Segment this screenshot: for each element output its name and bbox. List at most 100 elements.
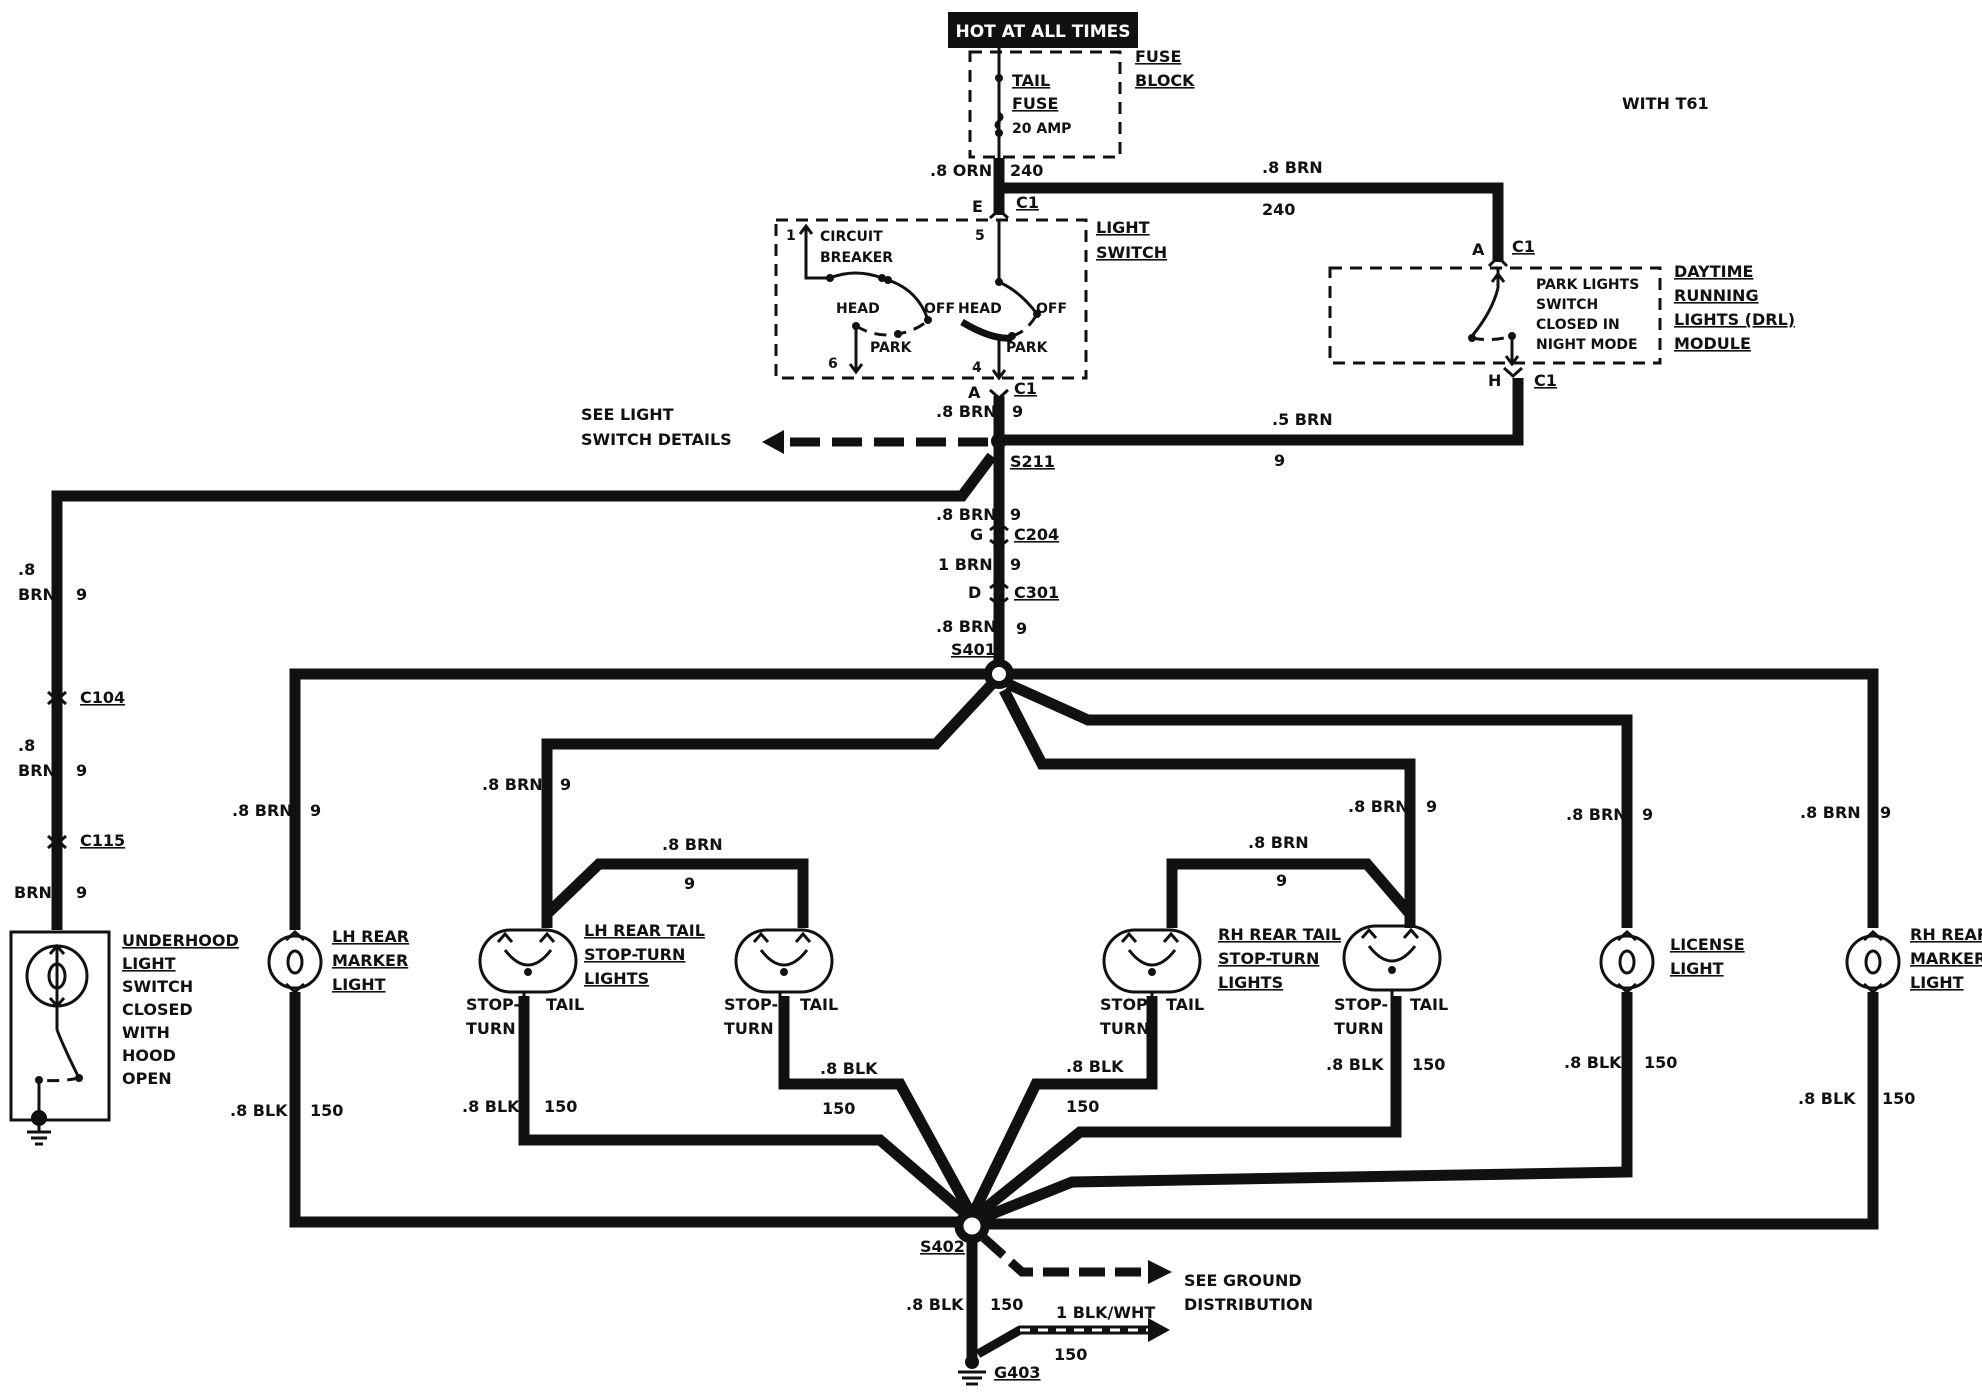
wire-label-lh-marker-brn: .8 BRN (232, 801, 293, 820)
wire-label-rh-marker-brn: .8 BRN (1800, 803, 1861, 822)
ground-label-lh-tail-150: 150 (544, 1097, 577, 1116)
drl-module-outline (1328, 266, 1662, 365)
rh-tail-outer-arrows-icon (1360, 927, 1420, 939)
off-contact-left (924, 316, 932, 324)
lh-outer-turn-label: TURN (466, 1019, 516, 1038)
underhood-switch-blade (55, 1029, 81, 1079)
ground-label-main-blk: .8 BLK (906, 1295, 964, 1314)
lh-tail-outer-arrows-icon (496, 931, 556, 943)
lh-tail-inner-dot (780, 968, 788, 976)
rh-tail-label-3: LIGHTS (1218, 973, 1283, 992)
wire-label-9-c: 9 (1010, 505, 1021, 524)
switch-travel-left (855, 318, 930, 337)
rh-marker-filament-icon (1864, 949, 1882, 975)
lh-inner-stop-label: STOP- (724, 995, 778, 1014)
fuse-terminal-dot (995, 74, 1003, 82)
wire-9-license (1005, 678, 1633, 928)
wire-label-brn-b: BRN (18, 761, 56, 780)
lh-tail-label-3: LIGHTS (584, 969, 649, 988)
see-light-switch-label-1: SEE LIGHT (581, 405, 674, 424)
circuit-breaker-element (829, 271, 883, 280)
light-switch-outline (774, 218, 1088, 380)
drl-c1-h-connector-icon (1503, 366, 1523, 379)
wire-label-license-brn: .8 BRN (1566, 805, 1627, 824)
wire-label-rh-tail-9: 9 (1426, 797, 1437, 816)
wire-label-08-orn: .8 ORN (930, 161, 992, 180)
s402-label: S402 (920, 1237, 965, 1256)
tail-fuse-rating: 20 AMP (1012, 121, 1071, 137)
underhood-light-outline (9, 930, 111, 1122)
wire-label-brn-c: BRN (14, 883, 52, 902)
wire-label-1-brn: 1 BRN (938, 555, 993, 574)
wire-label-9-g: 9 (76, 761, 87, 780)
arrow-right-icon-2 (1148, 1318, 1170, 1342)
ground-label-main-150: 150 (990, 1295, 1023, 1314)
rh-marker-label-3: LIGHT (1910, 973, 1964, 992)
ground-label-license-150: 150 (1644, 1053, 1677, 1072)
ground-label-rh-tail2-blk: .8 BLK (1066, 1057, 1124, 1076)
fuse-block-label-2: BLOCK (1135, 71, 1195, 90)
c1-e-label: C1 (1016, 193, 1039, 212)
g403-terminal (965, 1355, 979, 1369)
wire-label-rh-jumper-9: 9 (1276, 871, 1287, 890)
circuit-breaker-arrow-icon (798, 223, 814, 235)
drl-c1-a-label: C1 (1512, 237, 1535, 256)
rh-marker-bulb-icon (1845, 934, 1901, 990)
see-light-switch-label-2: SWITCH DETAILS (581, 430, 732, 449)
rh-marker-label-1: RH REAR (1910, 925, 1982, 944)
wire-label-lh-jumper-brn: .8 BRN (662, 835, 723, 854)
rh-inner-turn-label: TURN (1100, 1019, 1150, 1038)
ground-label-rh-marker-150: 150 (1882, 1089, 1915, 1108)
rh-tail-outer-filament-icon (1367, 945, 1417, 963)
rh-outer-turn-label: TURN (1334, 1019, 1384, 1038)
ground-label-lh-tail-blk: .8 BLK (462, 1097, 520, 1116)
hot-at-all-times-box (948, 12, 1138, 48)
head-label-left: HEAD (836, 301, 880, 317)
off-label-left: OFF (924, 301, 955, 317)
lh-tail-inner-arrows-icon (752, 931, 812, 943)
c1-a-label: C1 (1014, 379, 1037, 398)
wire-label-05-brn: .5 BRN (1272, 410, 1333, 429)
wire-label-9-f: 9 (76, 585, 87, 604)
lh-marker-label-2: MARKER (332, 951, 408, 970)
wire-9-rh-marker (1008, 668, 1879, 928)
ground-icon (27, 1130, 51, 1146)
rh-inner-stop-label: STOP- (1100, 995, 1154, 1014)
drl-c1-h-label: C1 (1534, 371, 1557, 390)
switch-travel-right (1011, 313, 1039, 338)
wire-label-08-brn-top: .8 BRN (1262, 158, 1323, 177)
hot-at-all-times-label: HOT AT ALL TIMES (956, 22, 1131, 42)
lh-rear-tail-lamp-inner (734, 928, 834, 994)
underhood-label-2: LIGHT (122, 954, 176, 973)
wire-label-240-a: 240 (1010, 161, 1043, 180)
fuse-terminal-dot-2 (995, 129, 1003, 137)
wire-label-rh-jumper-brn: .8 BRN (1248, 833, 1309, 852)
wire-label-08-a: .8 (18, 560, 35, 579)
splice-s402 (954, 1208, 990, 1244)
rh-tail-inner-bulb-icon (1102, 928, 1202, 994)
ground-license (979, 992, 1633, 1224)
g403-label: G403 (994, 1363, 1041, 1382)
wire-9-lh-marker (289, 668, 990, 930)
lh-tail-outer-bulb-icon (478, 928, 578, 994)
drl-switch-blade (1470, 287, 1500, 337)
park-switch-label-2: SWITCH (1536, 297, 1598, 313)
g403-ground-icon (958, 1370, 986, 1386)
ground-label-blkwht-150: 150 (1054, 1345, 1087, 1364)
c1-e-connector-icon (989, 207, 1009, 220)
ground-label-rh-tail-blk: .8 BLK (1326, 1055, 1384, 1074)
lh-outer-stop-label: STOP- (466, 995, 520, 1014)
lh-inner-turn-label: TURN (724, 1019, 774, 1038)
license-light (1599, 929, 1655, 995)
ground-rh-marker (984, 992, 1879, 1230)
ground-label-license-blk: .8 BLK (1564, 1053, 1622, 1072)
wire-label-9-b: 9 (1274, 451, 1285, 470)
rh-rear-tail-lamp-outer (1342, 924, 1442, 992)
wire-label-08-b: .8 (18, 736, 35, 755)
lh-marker-filament-icon (286, 949, 304, 975)
underhood-label-4: CLOSED (122, 1000, 193, 1019)
head-label-right: HEAD (958, 301, 1002, 317)
lh-rear-tail-lamp-outer (478, 928, 578, 994)
wire-label-lh-tail-brn: .8 BRN (482, 775, 543, 794)
c115-connector-icon (47, 834, 67, 850)
